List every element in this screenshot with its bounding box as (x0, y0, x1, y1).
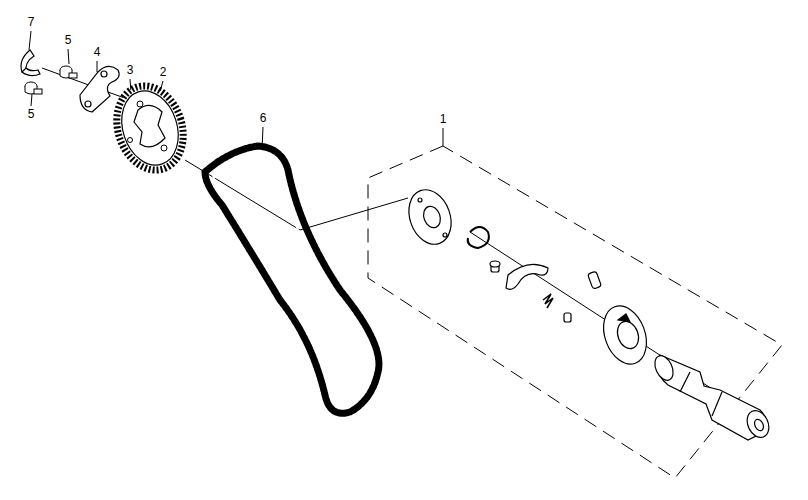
callout-number: 7 (27, 16, 36, 28)
camshaft (651, 353, 773, 441)
axis-lines (42, 68, 760, 420)
leader-lines (29, 31, 443, 150)
callout-number: 3 (126, 64, 135, 76)
cam-sprocket (106, 77, 193, 179)
callout-number: 1 (439, 113, 448, 125)
callout-number: 5 (27, 108, 36, 120)
callout-number: 4 (93, 46, 102, 58)
assembly-bracket (368, 146, 782, 478)
snap-clip (21, 50, 40, 76)
callout-number: 5 (64, 34, 73, 46)
retaining-plate (80, 66, 119, 112)
decompressor-parts (402, 184, 654, 370)
callout-number: 6 (259, 112, 268, 124)
bolt (25, 66, 77, 94)
timing-chain (205, 146, 379, 413)
callout-number: 2 (159, 66, 168, 78)
